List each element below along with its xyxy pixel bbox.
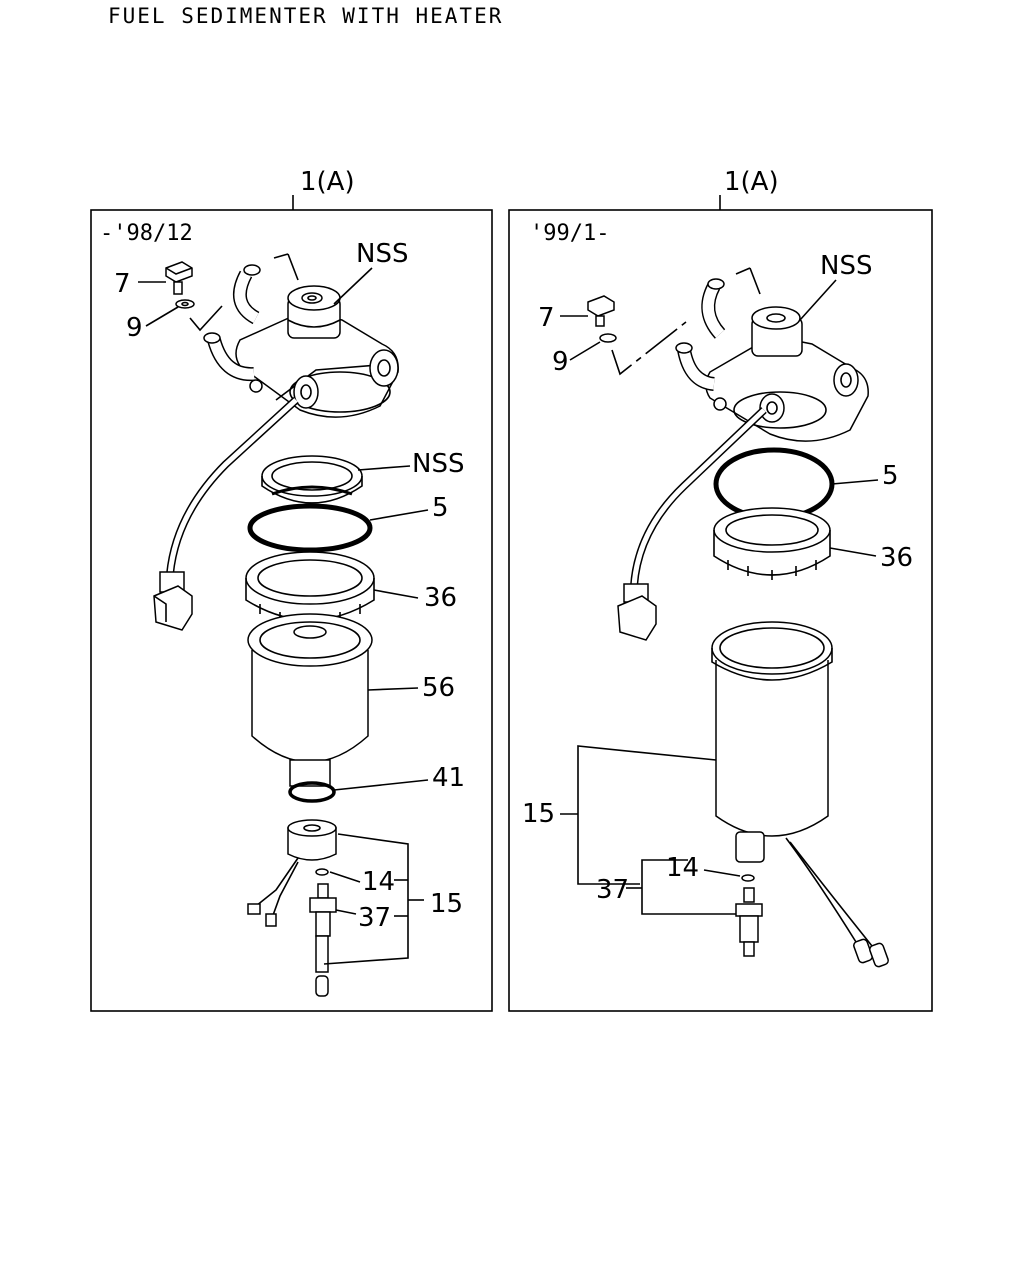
water-sensor <box>247 819 337 927</box>
retaining-ring <box>245 551 375 626</box>
washer-part <box>175 299 195 309</box>
panel-left-frame <box>90 209 493 1012</box>
callout-14-right: 14 <box>666 853 699 883</box>
small-o-ring-part <box>288 781 336 803</box>
callout-36-left: 36 <box>424 583 457 613</box>
callout-37-left: 37 <box>358 903 391 933</box>
assembly-ref-right: 1(A) <box>724 167 779 197</box>
panel-right: 1(A) '99/1- 7 9 <box>508 167 933 1012</box>
sensor-wire <box>617 407 767 641</box>
filter-head <box>203 264 399 418</box>
callout-nss-head-right: NSS <box>820 251 872 281</box>
callout-37-right: 37 <box>596 875 629 905</box>
callout-15-left: 15 <box>430 889 463 919</box>
callout-5-right: 5 <box>882 461 899 491</box>
bracket-37-right <box>641 859 736 915</box>
o-ring-part <box>247 503 373 553</box>
callout-7-right: 7 <box>538 303 555 333</box>
bolt-part <box>587 295 615 327</box>
callout-15-right: 15 <box>522 799 555 829</box>
diagram-title: FUEL SEDIMENTER WITH HEATER <box>108 4 504 28</box>
sensor-wire <box>153 397 299 631</box>
drain-plug <box>309 883 337 997</box>
date-range-right: '99/1- <box>530 221 609 246</box>
washer-part <box>599 333 617 343</box>
bolt-part <box>165 261 193 295</box>
callout-56-left: 56 <box>422 673 455 703</box>
drain-plug <box>735 887 763 957</box>
filter-element <box>247 613 373 787</box>
callout-14-left: 14 <box>362 867 395 897</box>
callout-41-left: 41 <box>432 763 465 793</box>
callout-5-left: 5 <box>432 493 449 523</box>
filter-bowl <box>711 621 889 968</box>
callout-9-right: 9 <box>552 347 569 377</box>
bracket-15-left <box>323 833 409 965</box>
callout-nss-ring-left: NSS <box>412 449 464 479</box>
plug-o-ring-part <box>315 868 329 876</box>
callout-36-right: 36 <box>880 543 913 573</box>
date-range-left: -'98/12 <box>100 221 193 246</box>
filter-head <box>675 278 869 442</box>
assembly-ref-left: 1(A) <box>300 167 355 197</box>
bracket-15-right <box>577 745 717 885</box>
plug-o-ring-part <box>741 874 755 882</box>
callout-9-left: 9 <box>126 313 143 343</box>
callout-7-left: 7 <box>114 269 131 299</box>
callout-nss-head-left: NSS <box>356 239 408 269</box>
retaining-ring <box>713 507 831 580</box>
panel-left: 1(A) -'98/12 7 9 <box>90 167 493 1012</box>
top-ring <box>261 455 363 504</box>
